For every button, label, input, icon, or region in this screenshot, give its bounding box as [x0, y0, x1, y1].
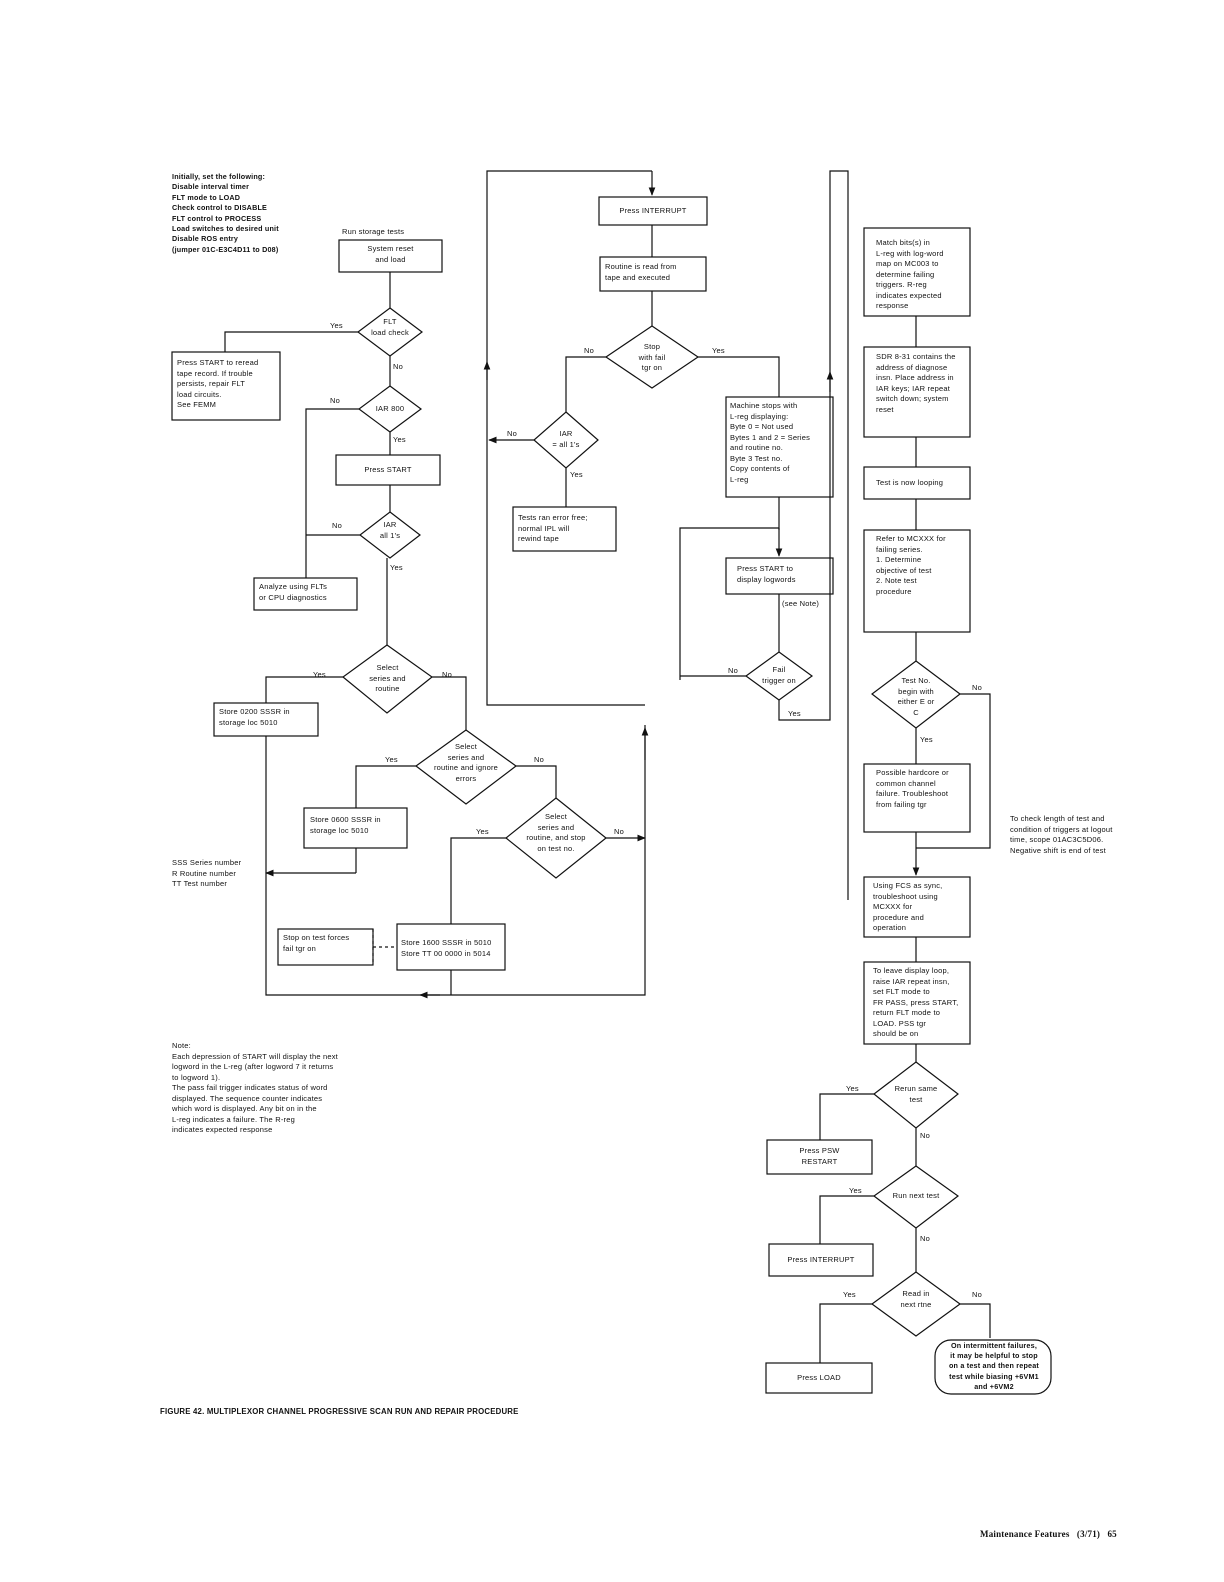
no-label: No [920, 1234, 930, 1243]
intermittent-text: On intermittent failures, it may be help… [948, 1341, 1040, 1391]
yes-label: Yes [390, 563, 403, 572]
to-leave-text: To leave display loop, raise IAR repeat … [873, 966, 959, 1038]
press-interrupt-bottom-box [768, 1243, 874, 1277]
using-fcs-text: Using FCS as sync, troubleshoot using MC… [873, 881, 943, 932]
select-ignore-diamond [414, 729, 518, 805]
press-interrupt-bottom-text: Press INTERRUPT [787, 1255, 855, 1264]
press-psw-box [766, 1139, 873, 1175]
yes-label: Yes [712, 346, 725, 355]
tests-ran-box [512, 506, 617, 552]
no-label: No [614, 827, 624, 836]
note-text: Note: Each depression of START will disp… [172, 1041, 338, 1134]
routine-read-text: Routine is read from tape and executed [605, 262, 677, 282]
refer-mcxxx-box [863, 529, 971, 633]
press-load-text: Press LOAD [797, 1373, 841, 1382]
initial-settings-text: Initially, set the following: Disable in… [172, 172, 279, 254]
yes-label: Yes [476, 827, 489, 836]
iar-800-text: IAR 800 [375, 404, 405, 413]
figure-caption: FIGURE 42. MULTIPLEXOR CHANNEL PROGRESSI… [160, 1407, 519, 1416]
read-in-diamond [870, 1271, 962, 1337]
stop-on-test-text: Stop on test forces fail tgr on [283, 933, 350, 953]
yes-label: Yes [385, 755, 398, 764]
no-label: No [728, 666, 738, 675]
machine-stops-text: Machine stops with L-reg displaying: Byt… [730, 401, 811, 484]
run-next-text: Run next test [892, 1191, 940, 1200]
press-start-box [335, 454, 441, 486]
no-label: No [332, 521, 342, 530]
routine-read-box [599, 256, 707, 292]
no-label: No [534, 755, 544, 764]
press-interrupt-top-box [598, 196, 708, 226]
sdr-text: SDR 8-31 contains the address of diagnos… [876, 352, 956, 414]
no-label: No [507, 429, 517, 438]
no-label: No [442, 670, 452, 679]
stop-fail-diamond [604, 325, 700, 389]
page-footer: Maintenance Features (3/71) 65 [980, 1529, 1117, 1539]
select-ignore-text: Select series and routine and ignore err… [433, 742, 499, 783]
yes-label: Yes [846, 1084, 859, 1093]
possible-hardcore-text: Possible hardcore or common channel fail… [876, 768, 949, 809]
press-load-box [765, 1362, 873, 1394]
test-looping-text: Test is now looping [876, 478, 944, 487]
sdr-box [863, 346, 971, 438]
tests-ran-text: Tests ran error free; normal IPL will re… [518, 513, 588, 543]
iar-all-ones-mid-text: IAR = all 1's [552, 429, 580, 449]
no-label: No [584, 346, 594, 355]
no-label: No [393, 362, 403, 371]
right-note-text: To check length of test and condition of… [1010, 814, 1113, 855]
intermittent-box [934, 1339, 1052, 1395]
no-label: No [972, 1290, 982, 1299]
no-label: No [920, 1131, 930, 1140]
press-interrupt-top-text: Press INTERRUPT [619, 206, 687, 215]
test-no-begin-text: Test No. begin with either E or C [897, 676, 935, 717]
store-1600-text: Store 1600 SSSR in 5010 Store TT 00 0000… [401, 938, 492, 958]
yes-label: Yes [393, 435, 406, 444]
to-leave-box [863, 961, 971, 1045]
possible-hardcore-box [863, 763, 971, 833]
press-start-logwords-text: Press START to display logwords [737, 564, 796, 584]
select-series-diamond [342, 644, 433, 714]
select-stop-text: Select series and routine, and stop on t… [526, 812, 586, 853]
rerun-text: Rerun same test [894, 1084, 938, 1104]
read-in-text: Read in next rtne [900, 1289, 932, 1309]
select-stop-diamond [505, 797, 607, 879]
yes-label: Yes [849, 1186, 862, 1195]
stop-fail-text: Stop with fail tgr on [638, 342, 666, 372]
press-start-text: Press START [364, 465, 412, 474]
fail-trigger-text: Fail trigger on [762, 665, 796, 685]
yes-label: Yes [788, 709, 801, 718]
yes-label: Yes [843, 1290, 856, 1299]
run-storage-tests-label: Run storage tests [342, 227, 405, 236]
using-fcs-box [863, 876, 971, 938]
press-psw-text: Press PSW RESTART [799, 1146, 840, 1166]
store-0200-text: Store 0200 SSSR in storage loc 5010 [219, 707, 290, 727]
analyze-text: Analyze using FLTs or CPU diagnostics [259, 582, 328, 602]
refer-mcxxx-text: Refer to MCXXX for failing series. 1. De… [876, 534, 946, 596]
yes-label: Yes [570, 470, 583, 479]
test-looping-box [863, 466, 971, 500]
legend-text: SSS Series number R Routine number TT Te… [172, 858, 242, 888]
press-start-reread-box [171, 351, 281, 421]
press-start-reread-text: Press START to reread tape record. If tr… [177, 358, 259, 409]
iar-all-ones-diamond [359, 511, 421, 559]
yes-label: Yes [313, 670, 326, 679]
analyze-box [253, 577, 358, 611]
match-bits-text: Match bits(s) in L-reg with log-word map… [876, 238, 944, 310]
store-0600-text: Store 0600 SSSR in storage loc 5010 [310, 815, 381, 835]
no-label: No [972, 683, 982, 692]
flt-load-check-text: FLT load check [371, 317, 409, 337]
iar-all-ones-text: IAR all 1's [379, 520, 401, 540]
yes-label: Yes [330, 321, 343, 330]
match-bits-box [863, 227, 971, 317]
system-reset-text: System reset and load [367, 244, 414, 264]
yes-label: Yes [920, 735, 933, 744]
see-note-text: (see Note) [782, 599, 820, 608]
no-label: No [330, 396, 340, 405]
select-series-text: Select series and routine [369, 663, 406, 693]
